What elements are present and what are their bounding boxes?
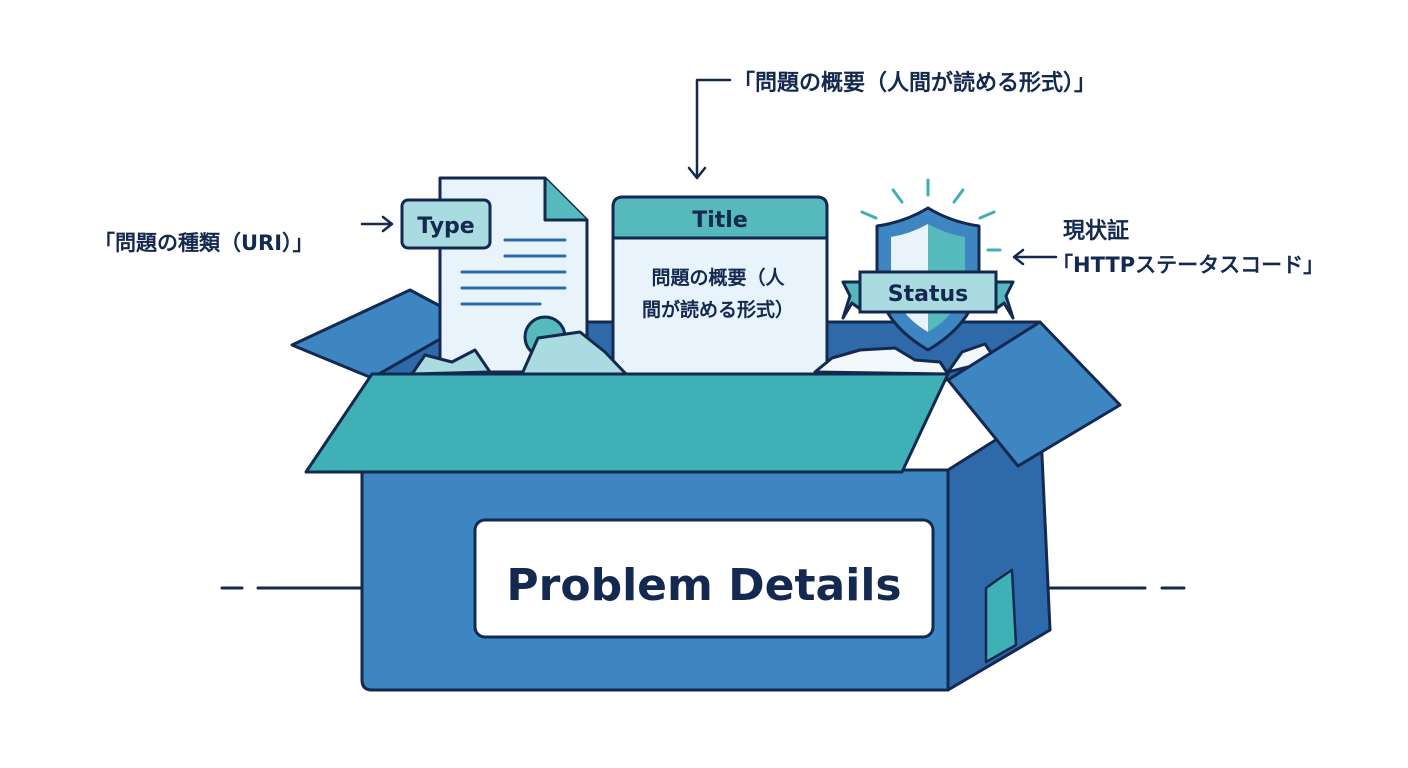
title-arrow-icon [687,78,732,180]
status-arrow-icon [1012,248,1058,266]
title-card-body-line-2: 間が読める形式） [642,298,794,321]
status-ribbon-label: Status [888,282,968,307]
callout-title: 「問題の概要（人間が読める形式）」 [733,70,1096,96]
title-card-body-line-1: 問題の概要（人 [651,266,785,289]
box-label-plate [473,518,935,639]
type-arrow-icon [360,215,394,233]
box: Problem Details [304,320,1122,692]
packing-paper [410,330,998,376]
box-label: Problem Details [506,560,901,611]
status-shield: Status [841,178,1015,352]
box-flap-right [946,320,1122,468]
type-tag-label: Type [417,214,474,239]
box-flap-front [304,372,950,474]
document-text-lines-icon [460,238,567,306]
box-tape [984,568,1018,664]
shield-glow-rays [860,178,1002,252]
callout-type: 「問題の種類（URI）」 [94,231,314,255]
title-card: Title 問題の概要（人 間が読める形式） [611,195,829,381]
callout-arrows [360,78,1058,266]
callout-status-line-1: 現状証 [1063,218,1129,244]
type-tag: Type [400,198,492,250]
callout-status-line-2: 「HTTPステータスコード」 [1052,253,1324,277]
title-card-header: Title [692,208,748,233]
